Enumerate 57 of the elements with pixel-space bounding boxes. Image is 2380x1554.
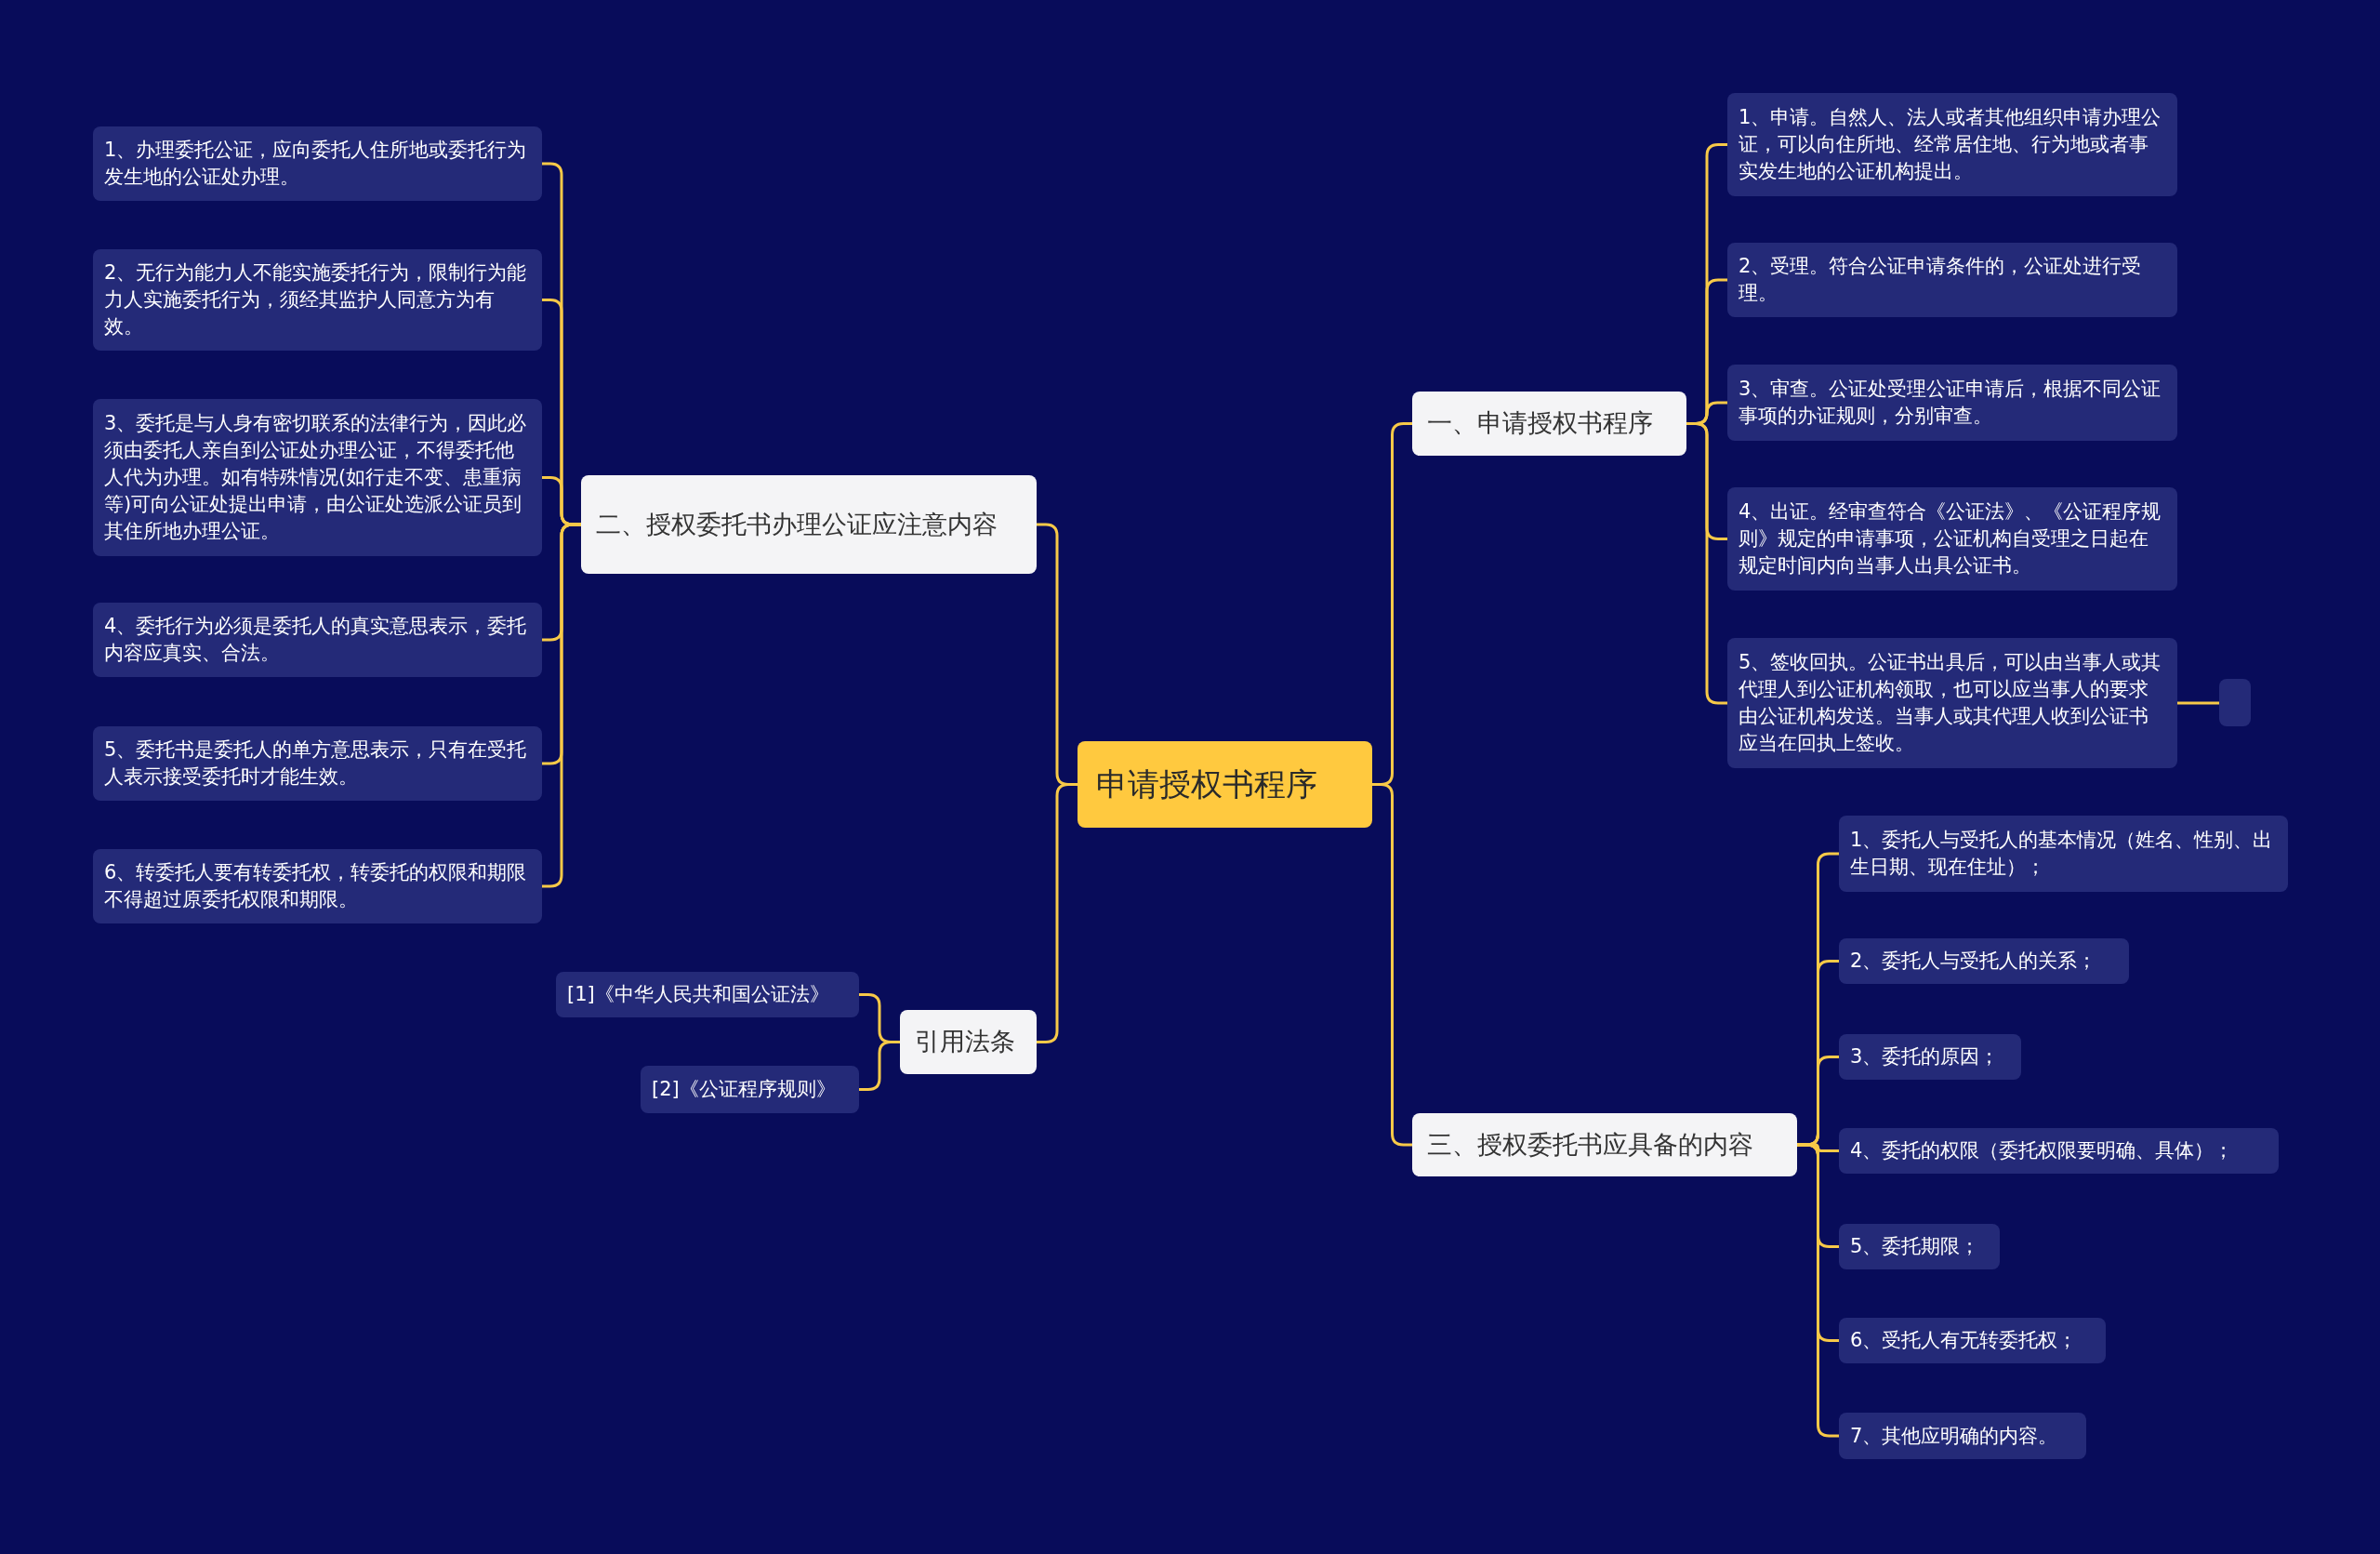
note-box xyxy=(93,726,542,801)
node-text: 4、出证。经审查符合《公证法》、《公证程序规则》规定的申请事项，公证机构自受理之日起在规定时间内向当事人出具公证书。 xyxy=(1739,499,2162,578)
node-text: 6、受托人有无转委托权； xyxy=(1850,1328,2079,1353)
node-text: 一、申请授权书程序 xyxy=(1427,407,1654,440)
connector-line xyxy=(1372,783,1412,1147)
node-text: 2、无行为能力人不能实施委托行为，限制行为能力人实施委托行为，须经其监护人同意方为有效。 xyxy=(104,260,528,339)
connector-line xyxy=(1037,783,1078,1043)
connector-line xyxy=(2177,701,2219,705)
node-text: 3、委托是与人身有密切联系的法律行为，因此必须由委托人亲自到公证处办理公证，不得委托他人代为办理。如有特殊情况(如行走不变、患重病等)可向公证处提出申请，由公证处选派公证员到其住所地办理公证。 xyxy=(104,411,528,544)
note-box xyxy=(93,126,542,201)
note-box xyxy=(1839,1034,2021,1080)
note-box xyxy=(1727,243,2177,317)
node-text: 6、转委托人要有转委托权，转委托的权限和期限不得超过原委托权限和期限。 xyxy=(104,860,528,912)
connector-line xyxy=(1797,1143,1839,1438)
note-box xyxy=(1839,1224,2000,1269)
topic-box xyxy=(1412,1113,1797,1176)
connector-line xyxy=(1686,422,1727,705)
node-text: 申请授权书程序 xyxy=(1096,764,1318,804)
node-text: 5、委托书是委托人的单方意思表示，只有在受托人表示接受委托时才能生效。 xyxy=(104,737,528,790)
node-text: 2、委托人与受托人的关系； xyxy=(1850,949,2098,974)
topic-box xyxy=(1412,392,1686,456)
note-box xyxy=(93,603,542,677)
node-text: 引用法条 xyxy=(915,1026,1016,1058)
note-box xyxy=(93,399,542,556)
topic-box xyxy=(581,475,1037,574)
note-box xyxy=(1727,638,2177,768)
note-box xyxy=(1727,487,2177,591)
note-box xyxy=(1839,1413,2086,1459)
node-text: 3、委托的原因； xyxy=(1850,1044,2001,1069)
empty-box xyxy=(2219,679,2251,726)
note-box xyxy=(93,249,542,351)
node-text: 5、签收回执。公证书出具后，可以由当事人或其代理人到公证机构领取，也可以应当事人的要求由公证机构发送。当事人或其代理人收到公证书应当在回执上签收。 xyxy=(1739,650,2162,756)
topic-box xyxy=(900,1010,1037,1074)
node-text: 5、委托期限； xyxy=(1850,1234,1981,1259)
node-text: [2]《公证程序规则》 xyxy=(652,1077,837,1102)
node-text: 7、其他应明确的内容。 xyxy=(1850,1423,2059,1449)
note-box xyxy=(93,849,542,923)
node-text: 1、委托人与受托人的基本情况（姓名、性别、出生日期、现在住址）； xyxy=(1850,828,2274,880)
root-topic-box xyxy=(1078,741,1372,828)
node-text: 二、授权委托书办理公证应注意内容 xyxy=(596,508,998,540)
node-text: [1]《中华人民共和国公证法》 xyxy=(567,982,830,1007)
note-box xyxy=(1839,1128,2279,1174)
connector-line xyxy=(542,523,581,888)
node-text: 1、办理委托公证，应向委托人住所地或委托行为发生地的公证处办理。 xyxy=(104,138,528,190)
node-text: 三、授权委托书应具备的内容 xyxy=(1427,1128,1754,1161)
note-box xyxy=(1839,1318,2106,1363)
node-text: 4、委托行为必须是委托人的真实意思表示，委托内容应真实、合法。 xyxy=(104,614,528,666)
node-text: 2、受理。符合公证申请条件的，公证处进行受理。 xyxy=(1739,254,2143,306)
node-text: 3、审查。公证处受理公证申请后，根据不同公证事项的办证规则，分别审查。 xyxy=(1739,377,2162,429)
node-text: 4、委托的权限（委托权限要明确、具体）； xyxy=(1850,1138,2235,1163)
note-box xyxy=(1839,938,2129,984)
note-box xyxy=(1727,93,2177,196)
note-box xyxy=(556,972,859,1017)
note-box xyxy=(641,1066,859,1113)
node-text: 1、申请。自然人、法人或者其他组织申请办理公证，可以向住所地、经常居住地、行为地或者事实发生地的公证机构提出。 xyxy=(1739,105,2162,184)
note-box xyxy=(1727,365,2177,441)
note-box xyxy=(1839,816,2288,892)
